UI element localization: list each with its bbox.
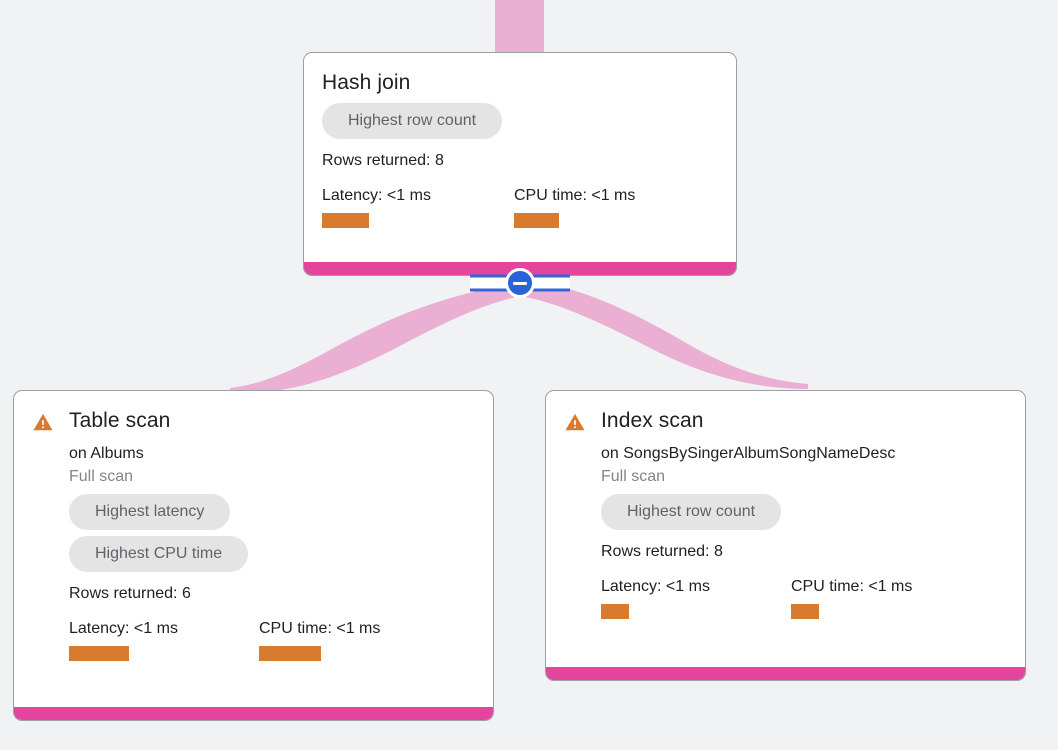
metric-latency-label: Latency: <1 ms: [601, 578, 710, 595]
metric-latency-label: Latency: <1 ms: [322, 187, 431, 204]
node-card-hash-join[interactable]: Hash join Highest row count Rows returne…: [303, 52, 737, 276]
warning-triangle-icon: [564, 411, 586, 433]
node-card-table-scan[interactable]: Table scan on Albums Full scan Highest l…: [13, 390, 494, 721]
minus-circle-icon: [513, 281, 527, 285]
chip-highest-latency: Highest latency: [69, 494, 231, 530]
edge-hashjoin-to-indexscan: [520, 283, 808, 389]
edge-incoming-top: [495, 0, 544, 54]
chip-row: Highest latency Highest CPU time: [69, 494, 475, 578]
metric-latency: Latency: <1 ms: [322, 186, 514, 228]
chip-highest-row-count: Highest row count: [322, 103, 503, 139]
metric-cpu-time-label: CPU time: <1 ms: [514, 187, 636, 204]
node-details: on SongsBySingerAlbumSongNameDesc Full s…: [564, 443, 1007, 619]
metric-cpu-time-bar: [791, 604, 819, 619]
chip-row: Highest row count: [601, 494, 1007, 536]
node-card-index-scan[interactable]: Index scan on SongsBySingerAlbumSongName…: [545, 390, 1026, 681]
node-subtitle: on SongsBySingerAlbumSongNameDesc: [601, 445, 896, 462]
node-details: on Albums Full scan Highest latency High…: [32, 443, 475, 661]
node-title: Table scan: [69, 409, 171, 432]
metric-cpu-time-bar: [514, 213, 559, 228]
node-details: Highest row count Rows returned: 8 Laten…: [322, 103, 718, 228]
metric-latency: Latency: <1 ms: [69, 619, 259, 661]
metric-cpu-time-label: CPU time: <1 ms: [791, 578, 913, 595]
metric-latency-bar: [69, 646, 129, 661]
node-title: Hash join: [322, 71, 411, 94]
node-subtitle: on Albums: [69, 445, 144, 462]
chip-highest-cpu-time: Highest CPU time: [69, 536, 249, 572]
metric-latency-bar: [601, 604, 629, 619]
chip-row: Highest row count: [322, 103, 718, 145]
rows-returned: Rows returned: 6: [69, 585, 191, 602]
metric-cpu-time: CPU time: <1 ms: [791, 577, 912, 619]
metrics-row: Latency: <1 ms CPU time: <1 ms: [69, 619, 475, 661]
warning-triangle-icon: [32, 411, 54, 433]
node-body: Index scan on SongsBySingerAlbumSongName…: [546, 391, 1025, 667]
node-scan-type: Full scan: [601, 468, 666, 485]
metric-cpu-time-label: CPU time: <1 ms: [259, 620, 381, 637]
node-body: Hash join Highest row count Rows returne…: [304, 53, 736, 262]
collapse-children-button[interactable]: [505, 268, 535, 298]
metric-cpu-time: CPU time: <1 ms: [259, 619, 380, 661]
rows-returned: Rows returned: 8: [322, 152, 444, 169]
metric-latency-bar: [322, 213, 369, 228]
metric-cpu-time: CPU time: <1 ms: [514, 186, 635, 228]
node-header: Hash join: [322, 69, 718, 97]
node-title: Index scan: [601, 409, 704, 432]
node-scan-type: Full scan: [69, 468, 134, 485]
metrics-row: Latency: <1 ms CPU time: <1 ms: [601, 577, 1007, 619]
metrics-row: Latency: <1 ms CPU time: <1 ms: [322, 186, 718, 228]
rows-returned: Rows returned: 8: [601, 543, 723, 560]
metric-cpu-time-bar: [259, 646, 321, 661]
node-header: Index scan: [564, 407, 1007, 435]
node-body: Table scan on Albums Full scan Highest l…: [14, 391, 493, 707]
collapse-control: [470, 268, 570, 298]
edge-hashjoin-to-tablescan: [230, 286, 521, 392]
node-accent-bar: [546, 667, 1025, 680]
chip-highest-row-count: Highest row count: [601, 494, 782, 530]
node-accent-bar: [14, 707, 493, 720]
metric-latency: Latency: <1 ms: [601, 577, 791, 619]
metric-latency-label: Latency: <1 ms: [69, 620, 178, 637]
node-header: Table scan: [32, 407, 475, 435]
